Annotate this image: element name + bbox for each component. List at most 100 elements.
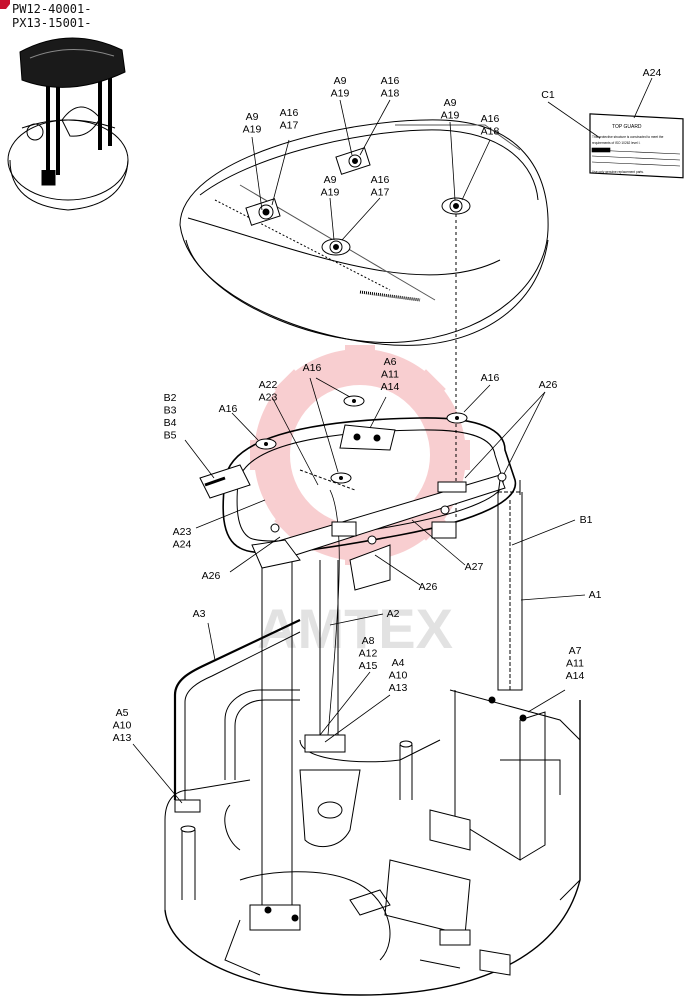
callout-line: A23 [259,392,278,404]
callout-line: A16 [280,107,299,119]
callout-line: A24 [643,67,662,79]
callout-line: A13 [113,732,132,744]
callout-c22: A26 [419,581,438,593]
callout-line: A11 [381,369,399,381]
callout-c18: B1 [580,514,593,526]
callout-c16: A16 [219,403,238,415]
callout-line: A19 [441,110,460,122]
callout-line: A10 [389,670,408,682]
callout-line: A9 [246,111,259,123]
leader-lines [132,77,653,804]
canopy-bolt-icon [321,238,351,256]
callout-line: A7 [569,645,582,657]
callout-line: A16 [219,403,238,415]
callout-c11: A16 [481,372,500,384]
callout-line: A9 [334,75,347,87]
callout-line: A3 [193,608,206,620]
callout-line: A18 [481,126,500,138]
serial-range-2: PX13-15001- [12,16,92,30]
callout-line: A4 [392,657,405,669]
callout-line: A15 [359,660,378,672]
callout-c14: A16 [303,362,322,374]
callout-c21: A26 [202,570,221,582]
callout-line: A14 [566,670,585,682]
callout-line: B1 [580,514,593,526]
callout-line: A9 [444,97,457,109]
callout-line: A19 [321,187,340,199]
callout-line: A5 [116,707,129,719]
callout-c09: C1 [541,89,555,101]
plate-line-1: This protective structure is constructed… [592,135,664,139]
callout-line: B4 [164,417,177,429]
callout-line: B5 [164,430,177,442]
callout-c10: A24 [643,67,662,79]
machine-chassis [164,689,581,996]
callout-line: A14 [381,381,400,393]
callout-line: A9 [324,174,337,186]
canopy-bolt-icon [335,147,371,175]
callout-line: A16 [371,174,390,186]
callout-line: A8 [362,635,375,647]
callout-line: A19 [331,88,350,100]
callout-line: A2 [387,608,400,620]
callout-c17: A26 [539,379,558,391]
callout-line: A13 [389,682,408,694]
callout-line: A6 [384,356,397,368]
callout-line: C1 [541,89,555,101]
callout-c23: A1 [589,589,602,601]
canopy-bolt-icon [441,197,471,215]
callout-line: A17 [371,187,390,199]
top-guard-label-plate: TOP GUARD This protective structure is c… [589,113,684,179]
callout-line: A26 [202,570,221,582]
thumbnail-machine-view [7,37,129,211]
callout-c20: A27 [465,561,484,573]
callout-line: A27 [465,561,484,573]
callout-line: A10 [113,720,132,732]
callout-line: A12 [359,648,378,660]
callout-line: A26 [419,581,438,593]
callout-line: A11 [566,658,584,670]
callout-line: A19 [243,124,262,136]
callout-line: A18 [381,88,400,100]
watermark-gear-icon [250,345,470,565]
canopy-bolt-icon [245,198,281,226]
callout-line: A16 [481,372,500,384]
callout-line: A16 [481,113,500,125]
callout-line: A16 [381,75,400,87]
callout-line: A23 [173,526,192,538]
callout-line: A17 [280,120,299,132]
watermark-text: AMTEX [257,597,453,660]
plate-title: TOP GUARD [612,124,642,130]
serial-range-1: PW12-40001- [12,2,92,16]
callout-line: B3 [164,405,177,417]
callout-line: A1 [589,589,602,601]
plate-line-3: Use only genuine replacement parts. [592,170,644,174]
callout-line: A26 [539,379,558,391]
callout-line: A16 [303,362,322,374]
callout-line: A22 [259,379,278,391]
plate-line-2: requirements of ISO 10262 level I. [592,141,640,145]
callout-c24: A3 [193,608,206,620]
callout-line: B2 [164,392,177,404]
callout-c25: A2 [387,608,400,620]
callout-line: A24 [173,539,192,551]
washer-a16-group [255,395,468,484]
